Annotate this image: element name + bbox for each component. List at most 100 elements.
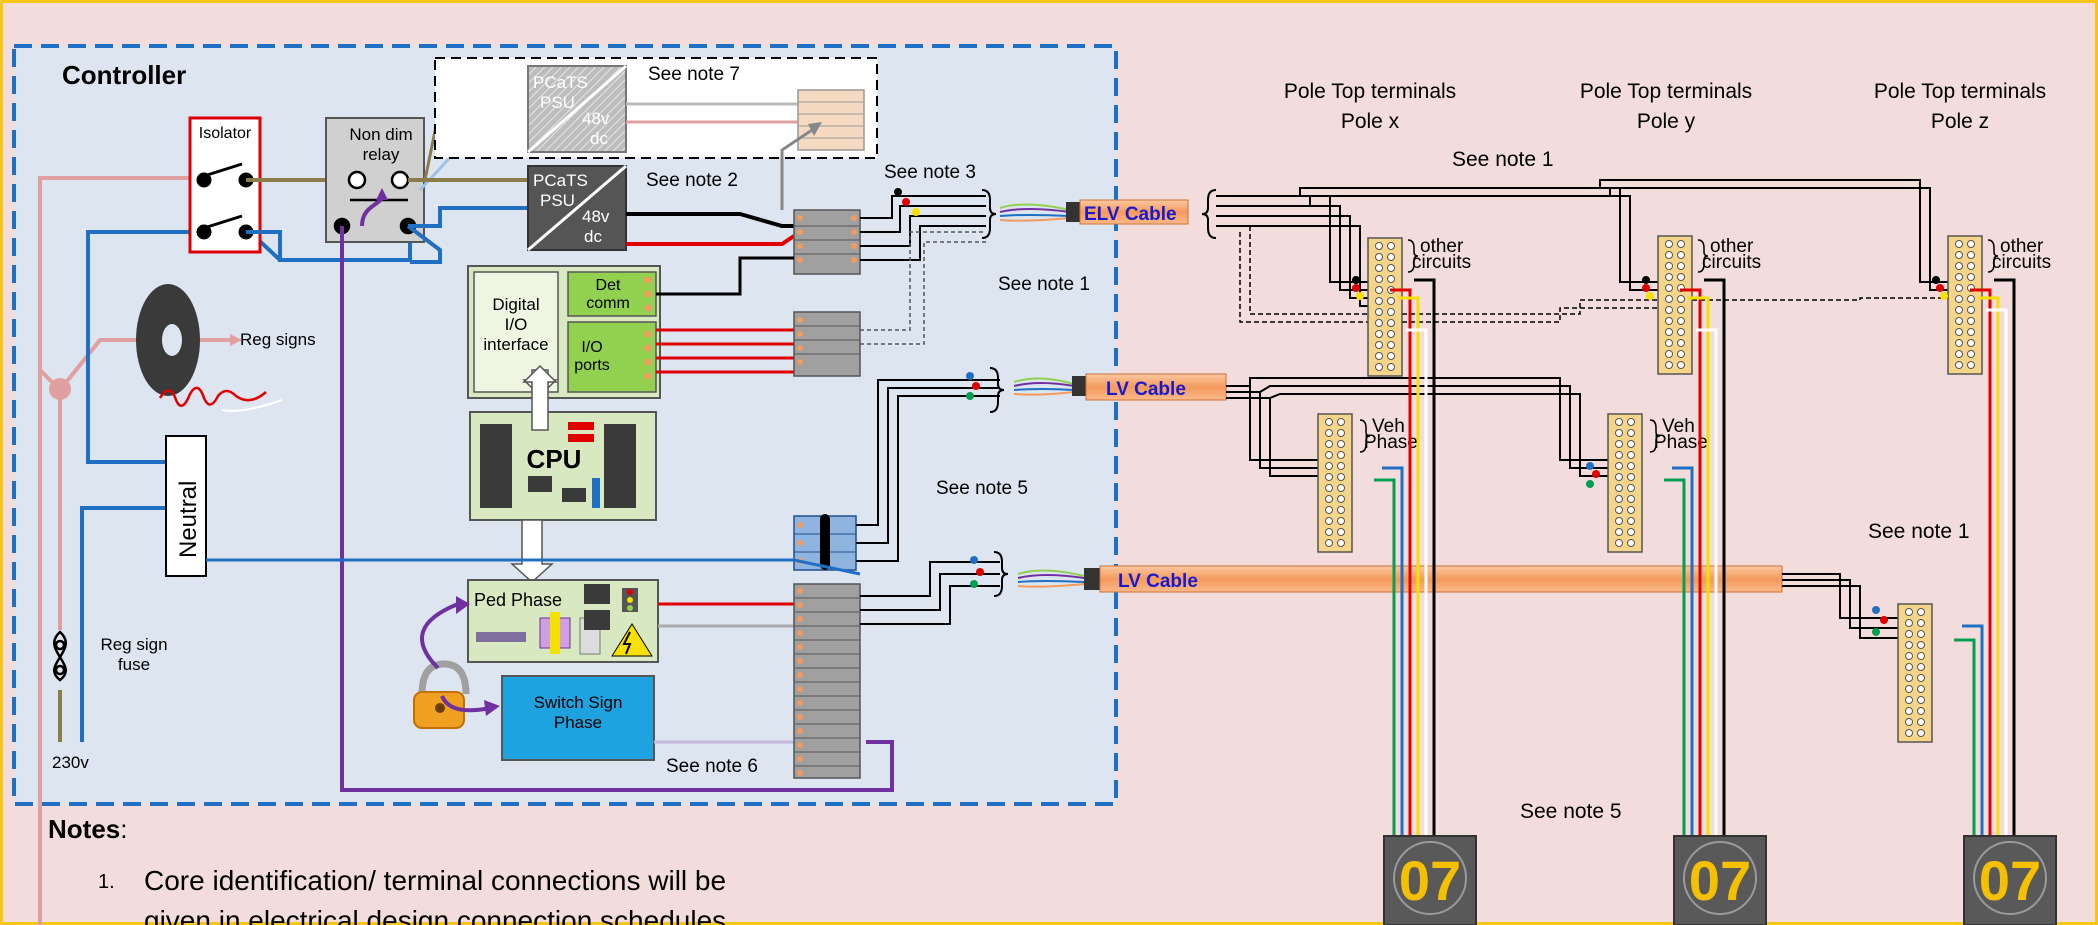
display-digits: 07 — [1979, 849, 2041, 912]
elv-out-2 — [860, 205, 986, 233]
terminal-hole — [1615, 495, 1623, 503]
supply-230v: 230v — [52, 753, 89, 772]
pole-y-terminal-other — [1657, 235, 1693, 375]
terminal-hole — [1387, 319, 1395, 327]
terminal-hole — [1375, 341, 1383, 349]
elv-cable-label: ELV Cable — [1084, 204, 1177, 225]
terminal-hole — [1337, 429, 1345, 437]
lv-main-cable-label: LV Cable — [1118, 571, 1198, 592]
psu-top-l1: PCaTS — [533, 73, 588, 92]
lv-main-cable-fan — [1017, 569, 1085, 588]
relay-arrow-head — [376, 188, 388, 200]
terminal-block-elv — [793, 209, 861, 275]
note5-label-b: See note 5 — [1520, 800, 1622, 823]
fuse-icon — [53, 630, 67, 682]
terminal-hole — [1665, 240, 1673, 248]
digital-io-l1: Digital — [492, 295, 539, 314]
core-dot — [1586, 480, 1594, 488]
display-body — [1673, 835, 1767, 925]
terminal-hole — [1375, 308, 1383, 316]
terminal-hole — [1627, 462, 1635, 470]
lv-upper-core-green — [966, 392, 974, 400]
lv-upper-brace — [989, 367, 1005, 413]
core-dot — [1872, 628, 1880, 636]
terminal-hole — [1375, 297, 1383, 305]
io-port-wires — [656, 328, 794, 374]
terminal-pin — [797, 630, 803, 636]
elv-cable-clamp — [1066, 202, 1082, 222]
terminal-hole — [1917, 729, 1925, 737]
padlock-to-switch-arrow — [440, 695, 491, 713]
purple-control-wire — [340, 226, 894, 792]
lv-main-wire-2 — [860, 573, 1000, 611]
pole-display: 07 — [1383, 835, 1477, 925]
pole-x-title-2: Pole x — [1341, 110, 1400, 133]
digital-io-l2: I/O — [505, 315, 528, 334]
terminal-hole — [1375, 363, 1383, 371]
note-item-text-2: given in electrical design connection sc… — [144, 905, 734, 925]
terminal-hole — [1665, 306, 1673, 314]
terminal-hole — [1967, 295, 1975, 303]
terminal-rows — [794, 583, 860, 776]
elv-core-red — [902, 198, 910, 206]
terminal-hole — [1677, 306, 1685, 314]
pole-cable-core — [1664, 478, 1686, 840]
pole-y-title-1: Pole Top terminals — [1580, 80, 1752, 103]
terminal-hole — [1967, 317, 1975, 325]
pole-cable-core — [1704, 278, 1726, 840]
terminal-pin — [797, 616, 803, 622]
terminal-hole — [1615, 506, 1623, 514]
terminal-hole — [1387, 352, 1395, 360]
note2-arrow-head — [808, 122, 822, 136]
terminal-hole — [1665, 339, 1673, 347]
terminal-hole — [1375, 275, 1383, 283]
terminal-hole — [1967, 328, 1975, 336]
controller-title: Controller — [62, 60, 186, 90]
lv-main-brace — [993, 551, 1009, 597]
terminal-hole — [1325, 495, 1333, 503]
terminal-hole — [1627, 484, 1635, 492]
switch-sign-phase[interactable] — [501, 675, 655, 761]
terminal-hole — [1325, 528, 1333, 536]
terminal-hole — [1375, 319, 1383, 327]
note1-label-b: See note 1 — [1452, 148, 1554, 171]
note5-label-a: See note 5 — [936, 478, 1028, 499]
terminal-hole — [1967, 350, 1975, 358]
terminal-hole — [1665, 350, 1673, 358]
terminal-hole — [1917, 685, 1925, 693]
terminal-hole — [1917, 630, 1925, 638]
det-comm-box[interactable] — [567, 271, 657, 317]
terminal-hole — [1337, 451, 1345, 459]
core-dot — [1932, 276, 1940, 284]
note1-label-a: See note 1 — [998, 274, 1090, 295]
terminal-hole — [1905, 729, 1913, 737]
terminal-hole — [1905, 707, 1913, 715]
det-comm-wire — [656, 256, 794, 296]
note3-label: See note 3 — [884, 162, 976, 183]
terminal-block-lv-main — [793, 583, 861, 779]
pole-cable-core — [1696, 328, 1718, 840]
live-wire — [38, 176, 190, 925]
terminal-hole — [1967, 262, 1975, 270]
terminal-hole — [1677, 328, 1685, 336]
display-body — [1383, 835, 1477, 925]
lv-upper-wire-1 — [856, 379, 1000, 526]
terminal-pin — [797, 658, 803, 664]
terminal-hole — [1337, 462, 1345, 470]
psu-top-l2: PSU — [540, 93, 575, 112]
terminal-hole — [1677, 361, 1685, 369]
terminal-pin — [797, 714, 803, 720]
core-dot — [1880, 616, 1888, 624]
io-ports-box[interactable] — [567, 321, 657, 393]
terminal-hole — [1325, 418, 1333, 426]
terminal-hole — [1615, 539, 1623, 547]
io-cpu-double-arrow-2 — [522, 364, 558, 431]
note-item-text: Core identification/ terminal connection… — [144, 865, 726, 896]
terminal-label-2: Phase — [1654, 432, 1708, 453]
lv-upper-core-blue — [966, 372, 974, 380]
pole-y-title-2: Pole y — [1637, 110, 1696, 133]
terminal-body — [1947, 235, 1983, 375]
display-digits: 07 — [1399, 849, 1461, 912]
notes-heading: Notes: — [48, 814, 127, 844]
relay-to-psu-bottom-blue — [408, 206, 530, 228]
